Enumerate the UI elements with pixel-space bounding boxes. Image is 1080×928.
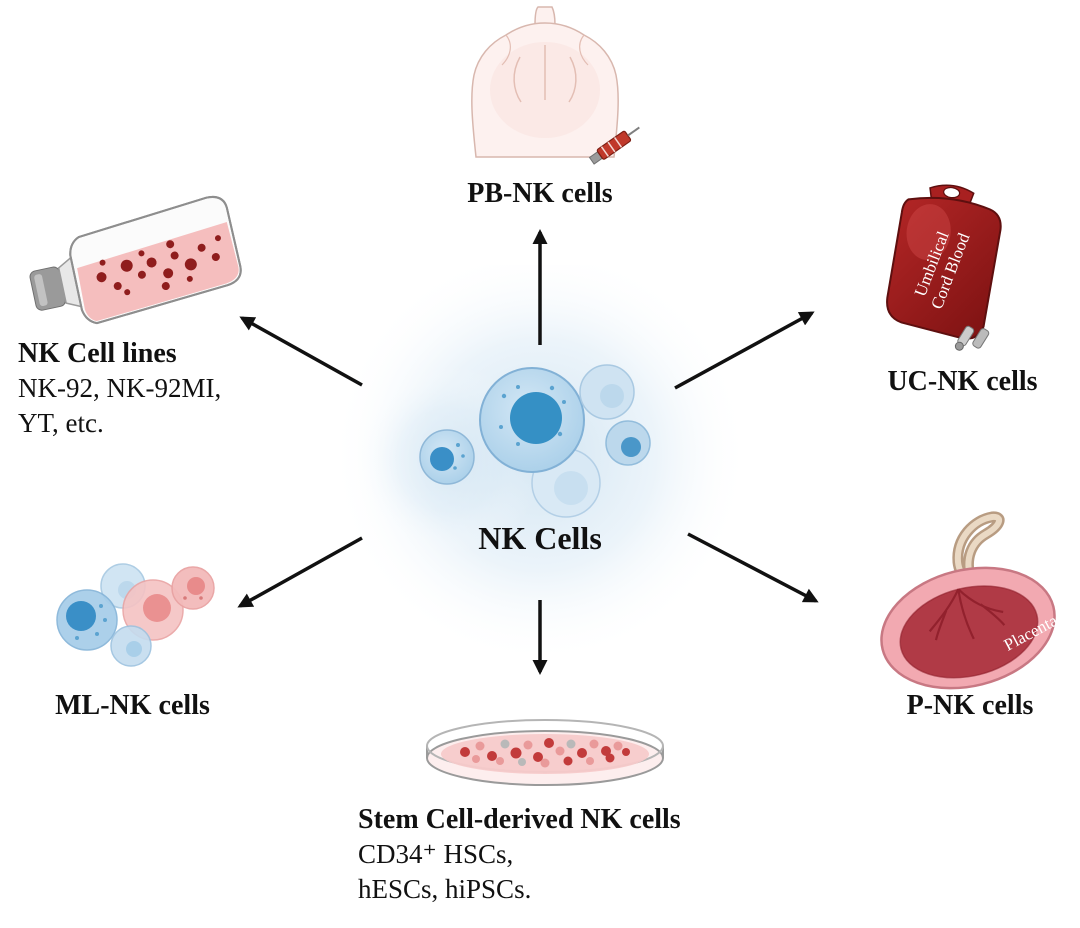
arrow-to-nk-cell-lines <box>239 316 363 387</box>
label-stem-cell-block: Stem Cell-derived NK cells CD34⁺ HSCs, h… <box>358 802 778 907</box>
label-uc-nk-cells: UC-NK cells <box>887 366 1038 397</box>
arrow-to-uc-nk <box>674 311 815 390</box>
label-stem-cell-sub1: CD34⁺ HSCs, <box>358 839 514 869</box>
bag-ports <box>954 325 990 351</box>
bag-body <box>886 196 1002 340</box>
nk-cells-illustration <box>419 364 651 518</box>
torso-illustration <box>471 6 640 165</box>
torso-neck <box>534 6 556 26</box>
blood-bag-illustration: Umbilical Cord Blood <box>886 184 1002 351</box>
placenta-illustration: Placenta <box>880 511 1061 690</box>
label-pb-nk-cells: PB-NK cells <box>467 178 613 209</box>
petri-dish-illustration <box>426 719 664 786</box>
syringe-icon <box>588 126 640 165</box>
label-nk-cell-lines-sub1: NK-92, NK-92MI, <box>18 373 222 403</box>
arrow-to-ml-nk <box>237 536 363 608</box>
bag-hanger-hole <box>943 186 961 199</box>
arrow-to-p-nk <box>687 532 819 603</box>
label-p-nk-cells: P-NK cells <box>906 690 1034 721</box>
ml-cells-illustration <box>56 563 215 667</box>
label-nk-cell-lines-sub2: YT, etc. <box>18 408 104 439</box>
label-ml-nk-cells: ML-NK cells <box>55 690 210 721</box>
label-stem-cell-sub2: hESCs, hiPSCs. <box>358 874 532 905</box>
center-label-nk-cells: NK Cells <box>478 520 602 556</box>
label-stem-cell-title: Stem Cell-derived NK cells <box>358 804 681 835</box>
label-nk-cell-lines-block: NK Cell lines NK-92, NK-92MI, YT, etc. <box>18 336 278 441</box>
label-nk-cell-lines-title: NK Cell lines <box>18 338 177 369</box>
culture-flask-illustration <box>29 195 242 325</box>
